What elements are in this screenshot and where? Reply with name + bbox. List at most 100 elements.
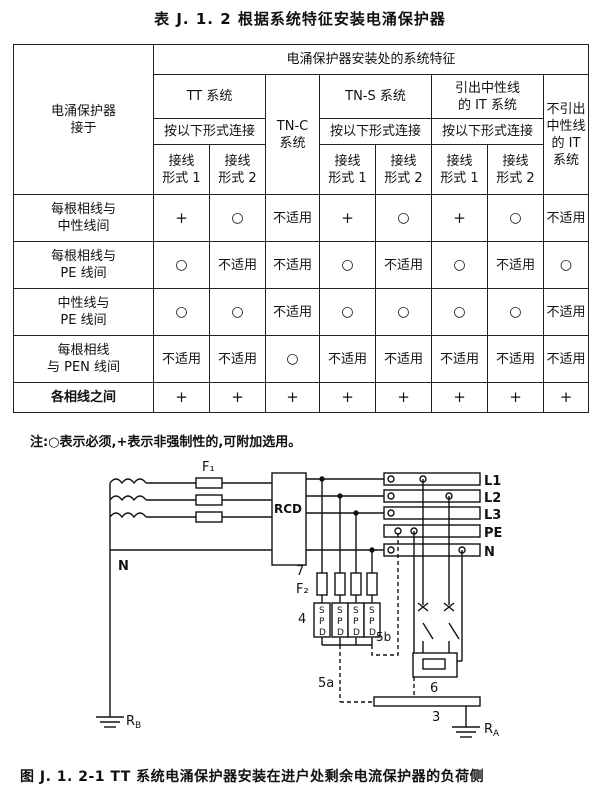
num6-label: 6 bbox=[430, 681, 438, 696]
table-row: 中性线与 PE 线间○○不适用○○○○不适用 bbox=[13, 288, 590, 336]
spd-table: 电涌保护器 接于 电涌保护器安装处的系统特征 TT 系统 TN-C 系统 TN-… bbox=[13, 44, 590, 413]
svg-text:D: D bbox=[337, 628, 344, 638]
table-cell: ○ bbox=[209, 194, 266, 242]
row-label: 每根相线与 PE 线间 bbox=[13, 241, 154, 289]
svg-text:P: P bbox=[353, 617, 359, 627]
tt-form1: 接线 形式 1 bbox=[153, 144, 210, 195]
table-cell: + bbox=[431, 194, 488, 242]
svg-text:S: S bbox=[319, 606, 325, 616]
figure-caption: 图 J. 1. 2-1 TT 系统电涌保护器安装在进户处剩余电流保护器的负荷侧 bbox=[20, 769, 485, 785]
table-cell: 不适用 bbox=[209, 335, 266, 383]
bus-l3: L3 bbox=[484, 508, 501, 523]
svg-text:S: S bbox=[353, 606, 359, 616]
row-label: 每根相线与 中性线间 bbox=[13, 194, 154, 242]
table-cell: 不适用 bbox=[487, 241, 544, 289]
table-cell: + bbox=[265, 382, 320, 413]
table-cell: 不适用 bbox=[375, 241, 432, 289]
table-cell: 不适用 bbox=[542, 194, 590, 242]
num3-label: 3 bbox=[432, 710, 440, 725]
num5b-label: 5b bbox=[376, 630, 391, 644]
bus-n: N bbox=[484, 545, 495, 560]
transformer-coils bbox=[109, 478, 147, 519]
table-row: 每根相线与 中性线间+○不适用+○+○不适用 bbox=[13, 194, 590, 242]
table-cell: 不适用 bbox=[153, 335, 210, 383]
table-row: 每根相线 与 PEN 线间不适用不适用○不适用不适用不适用不适用不适用 bbox=[13, 335, 590, 383]
table-cell: ○ bbox=[319, 241, 376, 289]
table-cell: ○ bbox=[319, 288, 376, 336]
f2-label: F₂ bbox=[296, 582, 309, 597]
table-cell: + bbox=[542, 382, 590, 413]
fuse-f2 bbox=[316, 572, 378, 596]
svg-text:RA: RA bbox=[484, 722, 500, 739]
fuse-f1 bbox=[195, 477, 223, 523]
n-left-label: N bbox=[118, 559, 129, 574]
it-form2: 接线 形式 2 bbox=[487, 144, 544, 195]
ra-label: R bbox=[484, 722, 493, 737]
num4-label: 4 bbox=[298, 612, 306, 627]
table-cell: ○ bbox=[431, 241, 488, 289]
table-cell: ○ bbox=[153, 288, 210, 336]
table-cell: + bbox=[319, 382, 376, 413]
svg-text:S: S bbox=[369, 606, 375, 616]
svg-text:P: P bbox=[369, 617, 375, 627]
table-row: 每根相线与 PE 线间○不适用不适用○不适用○不适用○ bbox=[13, 241, 590, 289]
svg-text:RB: RB bbox=[126, 714, 141, 731]
table-cell: ○ bbox=[265, 335, 320, 383]
svg-text:S: S bbox=[337, 606, 343, 616]
table-cell: 不适用 bbox=[265, 288, 320, 336]
f1-label: F₁ bbox=[202, 460, 215, 475]
tt-system-header: TT 系统 bbox=[153, 74, 266, 119]
rcd-box bbox=[271, 472, 307, 566]
rb-sub: B bbox=[135, 721, 141, 731]
it-connect-label: 按以下形式连接 bbox=[431, 118, 544, 145]
it-neutral-header: 引出中性线 的 IT 系统 bbox=[431, 74, 544, 119]
tns-connect-label: 按以下形式连接 bbox=[319, 118, 432, 145]
table-cell: 不适用 bbox=[265, 194, 320, 242]
row-label: 各相线之间 bbox=[13, 382, 154, 413]
svg-text:P: P bbox=[319, 617, 325, 627]
table-cell: + bbox=[209, 382, 266, 413]
bus-l2: L2 bbox=[484, 491, 501, 506]
num7-label: 7 bbox=[296, 564, 304, 579]
bus-pe: PE bbox=[484, 526, 502, 541]
rcd-label: RCD bbox=[274, 502, 302, 516]
bus-l1: L1 bbox=[484, 474, 501, 489]
svg-text:D: D bbox=[369, 628, 376, 638]
table-cell: + bbox=[487, 382, 544, 413]
table-title: 表 J. 1. 2 根据系统特征安装电涌保护器 bbox=[154, 10, 446, 28]
num5a-label: 5a bbox=[318, 676, 334, 691]
table-cell: + bbox=[153, 194, 210, 242]
table-cell: 不适用 bbox=[375, 335, 432, 383]
busbars bbox=[383, 472, 481, 557]
tns-form2: 接线 形式 2 bbox=[375, 144, 432, 195]
spd-boxes bbox=[313, 602, 381, 638]
tns-form1: 接线 形式 1 bbox=[319, 144, 376, 195]
row-label: 中性线与 PE 线间 bbox=[13, 288, 154, 336]
ra-sub: A bbox=[493, 729, 500, 739]
table-row: 各相线之间++++++++ bbox=[13, 382, 590, 413]
table-note: 注:○表示必须,+表示非强制性的,可附加选用。 bbox=[30, 435, 302, 450]
table-cell: 不适用 bbox=[542, 335, 590, 383]
table-cell: ○ bbox=[487, 288, 544, 336]
table-cell: 不适用 bbox=[209, 241, 266, 289]
table-cell: 不适用 bbox=[319, 335, 376, 383]
corner-header: 电涌保护器 接于 bbox=[13, 44, 154, 195]
table-cell: ○ bbox=[431, 288, 488, 336]
tt-connect-label: 按以下形式连接 bbox=[153, 118, 266, 145]
tnc-system-header: TN-C 系统 bbox=[265, 74, 320, 195]
table-cell: 不适用 bbox=[431, 335, 488, 383]
table-cell: ○ bbox=[375, 288, 432, 336]
table-cell: ○ bbox=[209, 288, 266, 336]
table-cell: + bbox=[153, 382, 210, 413]
row-label: 每根相线 与 PEN 线间 bbox=[13, 335, 154, 383]
table-cell: ○ bbox=[375, 194, 432, 242]
table-cell: 不适用 bbox=[265, 241, 320, 289]
it-no-neutral-header: 不引出 中性线 的 IT 系统 bbox=[542, 74, 590, 195]
table-cell: ○ bbox=[542, 241, 590, 289]
wiring-diagram: F₁ N RB RCD L1 L2 L3 PE N 7 bbox=[96, 460, 502, 739]
rb-label: R bbox=[126, 714, 135, 729]
svg-text:D: D bbox=[353, 628, 360, 638]
tt-form2: 接线 形式 2 bbox=[209, 144, 266, 195]
it-form1: 接线 形式 1 bbox=[431, 144, 488, 195]
group-header: 电涌保护器安装处的系统特征 bbox=[152, 44, 590, 75]
